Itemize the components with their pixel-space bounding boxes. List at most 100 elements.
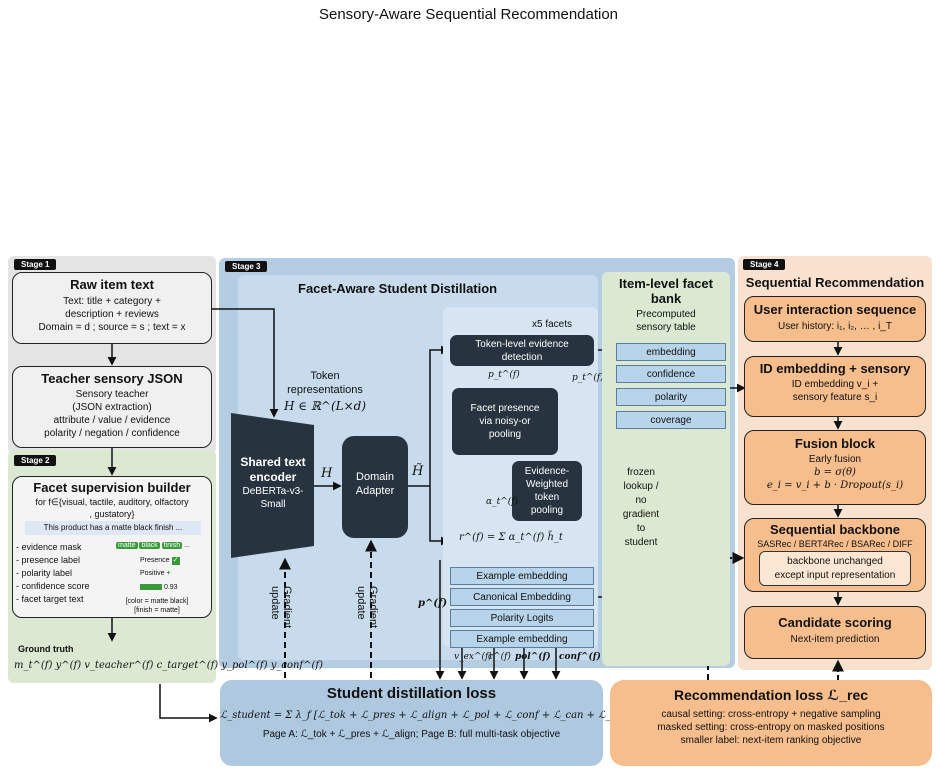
encoder-title: Shared text — [240, 455, 306, 469]
shared-text-encoder: Shared text encoder DeBERTa-v3- Small — [231, 455, 315, 511]
facet-target-value: [color = matte black] [finish = matte] — [112, 597, 202, 615]
output-v-ex: v_ex^(f) — [454, 652, 492, 662]
stage4-title: Sequential Recommendation — [745, 275, 925, 290]
idemb-title: ID embedding + sensory — [759, 361, 911, 376]
token-evidence-line: Token-level evidence — [475, 338, 569, 350]
student-loss-pages: Page A: ℒ_tok + ℒ_pres + ℒ_align; Page B… — [262, 729, 561, 740]
head-example-embedding-2: Example embedding — [450, 630, 594, 648]
gradient-line: Gradient — [367, 586, 379, 629]
rec-loss-line: masked setting: cross-entropy on masked … — [657, 722, 885, 733]
figure-title: Sensory-Aware Sequential Recommendation — [318, 6, 619, 23]
p-label-right: p_t^(f) — [572, 373, 604, 383]
fusion-block-box: Fusion block Early fusion b = σ(θ) e_i =… — [744, 430, 926, 505]
rec-loss-title: Recommendation loss ℒ_rec — [673, 687, 869, 703]
stage4-tag: Stage 4 — [743, 259, 786, 270]
facet-supervision-builder: Facet supervision builder for f∈{visual,… — [12, 476, 212, 618]
stage1-tag: Stage 1 — [14, 259, 57, 270]
token-repr-math: H ∈ ℝ^(L×d) — [283, 399, 367, 413]
bank-field-confidence: confidence — [616, 365, 726, 383]
presence-line: via noisy-or — [479, 416, 531, 427]
pooling-line: Evidence- — [524, 466, 570, 477]
gradient-update-label-1: Gradient update — [269, 586, 293, 628]
example-sentence: This product has a matte black finish ..… — [25, 521, 201, 535]
rec-loss-line: smaller label: next-item ranking objecti… — [680, 735, 862, 746]
pooling-line: Weighted — [525, 479, 569, 490]
gradient-line: update — [355, 586, 367, 620]
student-distillation-loss: Student distillation loss ℒ_student = Σ … — [220, 680, 633, 766]
raw-item-text-box: Raw item text Text: title + category + d… — [12, 272, 212, 344]
student-loss-formula: ℒ_student = Σ λ_f [ℒ_tok + ℒ_pres + ℒ_al… — [220, 710, 633, 721]
alpha-label: α_t^(f) — [486, 497, 519, 507]
h-tilde-label: H̃ — [412, 464, 424, 479]
backbone-inner-line: backbone unchanged — [787, 556, 883, 567]
r-formula: r^(f) = Σ α_t^(f) h̃_t — [459, 532, 563, 543]
output-pol: pol^(f) — [515, 652, 551, 662]
builder-item: - evidence mask — [16, 542, 82, 552]
domain-adapter: Domain Adapter — [342, 470, 408, 498]
sequential-backbone-box: Sequential backbone SASRec / BERT4Rec / … — [744, 518, 926, 592]
check-icon: ✓ — [171, 557, 180, 565]
encoder-sub: DeBERTa-v3- — [242, 486, 304, 497]
user-sub: User history: i₁, i₂, … , i_T — [778, 321, 892, 332]
token-representations-label: Token representations H ∈ ℝ^(L×d) — [270, 369, 380, 413]
teacher-line: attribute / value / evidence — [53, 415, 171, 426]
scoring-title: Candidate scoring — [778, 615, 892, 630]
gradient-update-label-2: Gradient update — [355, 586, 379, 629]
stage2-tag: Stage 2 — [14, 455, 57, 466]
plus-icon: + — [166, 570, 171, 577]
token-evidence-line: detection — [501, 351, 543, 363]
bank-field-polarity: polarity — [616, 388, 726, 406]
confidence-value: 0.93 — [140, 584, 178, 591]
polarity-value: Positive + — [140, 570, 171, 577]
student-loss-title: Student distillation loss — [326, 685, 497, 702]
adapter-line: Domain — [356, 471, 394, 483]
token-repr-line: representations — [287, 384, 363, 396]
confidence-bar — [140, 584, 162, 591]
mask-token-ellipsis: ... — [184, 542, 190, 549]
backbone-sub: SASRec / BERT4Rec / BSARec / DIFF — [757, 539, 913, 549]
backbone-title: Sequential backbone — [769, 522, 901, 537]
gradient-line: update — [269, 586, 281, 620]
head-canonical-embedding: Canonical Embedding — [450, 588, 594, 606]
shared-encoder-shape — [231, 413, 314, 558]
frozen-line: gradient — [622, 509, 660, 520]
teacher-line: Sensory teacher — [75, 389, 149, 400]
positive-text: Positive — [140, 570, 165, 577]
raw-item-line: Domain = d ; source = s ; text = x — [38, 322, 186, 333]
mask-token: finish — [161, 542, 183, 549]
fusion-line: b = σ(θ) — [814, 467, 856, 478]
builder-title: Facet supervision builder — [33, 480, 191, 495]
output-conf: conf^(f) — [559, 652, 601, 662]
x5-facets-label: x5 facets — [532, 319, 573, 330]
bank-field-embedding: embedding — [616, 343, 726, 361]
frozen-line: to — [636, 523, 646, 534]
stage3-title: Facet-Aware Student Distillation — [298, 281, 498, 296]
recommendation-loss: Recommendation loss ℒ_rec causal setting… — [610, 680, 932, 766]
presence-text: Presence — [140, 557, 170, 564]
bank-sub-line: Precomputed — [636, 309, 696, 320]
output-c: c^(f) — [488, 652, 511, 662]
idemb-line: sensory feature s_i — [792, 392, 878, 403]
presence-line: Facet presence — [470, 403, 540, 414]
backbone-inner-line: except input representation — [774, 570, 896, 581]
teacher-line: (JSON extraction) — [72, 402, 152, 413]
builder-items-list: - evidence mask - presence label - polar… — [16, 541, 136, 606]
head-example-embedding: Example embedding — [450, 567, 594, 585]
frozen-lookup-note: frozen lookup / no gradient to student — [608, 466, 674, 550]
builder-item: - facet target text — [16, 594, 84, 604]
mask-token: black — [139, 542, 160, 549]
id-embedding-box: ID embedding + sensory ID embedding v_i … — [744, 356, 926, 417]
presence-value: Presence ✓ — [140, 557, 180, 565]
user-title: User interaction sequence — [753, 302, 917, 317]
raw-item-line: description + reviews — [65, 309, 159, 320]
bank-title-line: Item-level facet — [619, 276, 713, 291]
user-interaction-box: User interaction sequence User history: … — [744, 296, 926, 342]
facet-bank-panel — [602, 272, 730, 666]
fusion-line: e_i = v_i + b · Dropout(s_i) — [766, 480, 904, 491]
teacher-line: polarity / negation / confidence — [44, 428, 180, 439]
fusion-line: Early fusion — [808, 454, 862, 465]
frozen-line: no — [635, 495, 647, 506]
